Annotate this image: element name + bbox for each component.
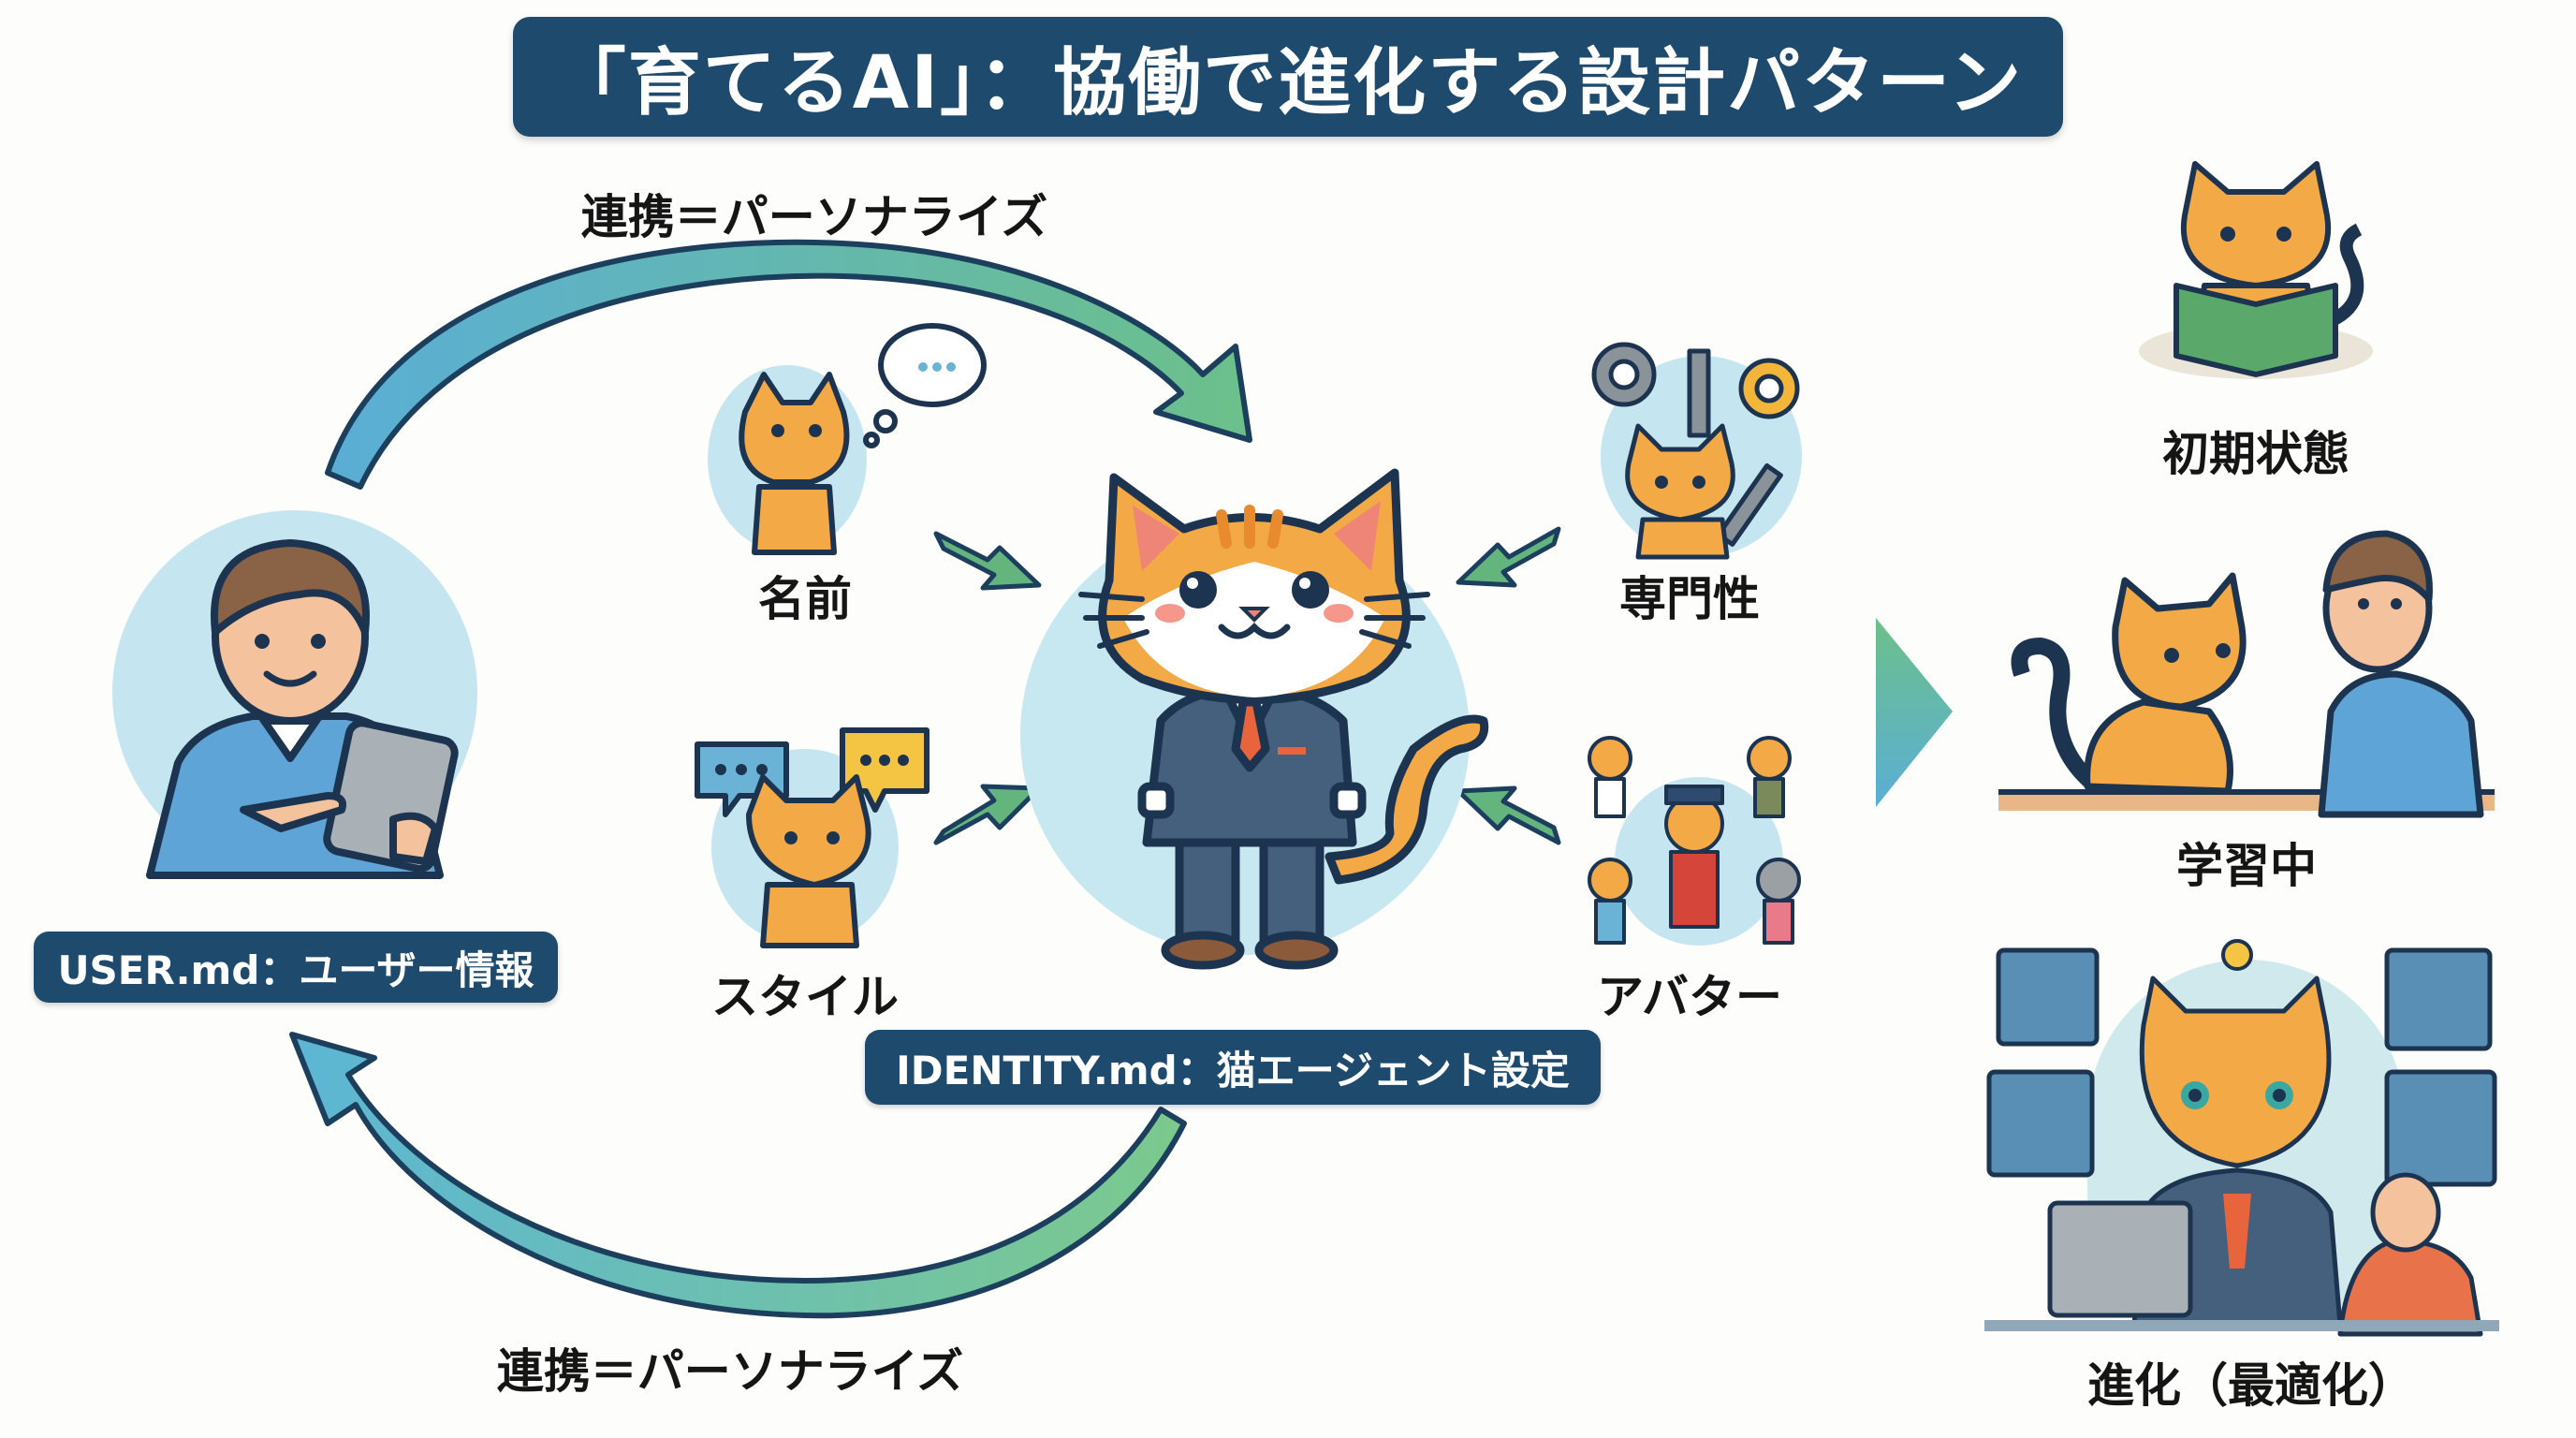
attribute-expertise-label: 専門性 (1619, 572, 1760, 626)
stage-learning-illustration (1994, 506, 2499, 818)
cat-with-tools-icon (1591, 342, 1800, 560)
stage-initial-illustration (2139, 154, 2373, 389)
user-illustration (112, 510, 477, 879)
title-banner: 「育てるAI」：協働で進化する設計パターン (513, 17, 2063, 137)
bottom-arrow-label: 連携＝パーソナライズ (496, 1344, 964, 1399)
stage-learning-label: 学習中 (2176, 839, 2317, 893)
cat-costumes-icon (1588, 736, 1801, 945)
user-md-badge: USER.md：ユーザー情報 (34, 932, 558, 1003)
agent-illustration (1020, 440, 1489, 983)
cat-reading-book-icon (2174, 161, 2364, 377)
attribute-avatar-illustration (1573, 721, 1816, 955)
identity-md-badge: IDENTITY.md：猫エージェント設定 (865, 1030, 1601, 1105)
attribute-style-label: スタイル (711, 970, 899, 1024)
cat-in-suit-icon (1078, 468, 1489, 970)
stage-evolved-illustration (1984, 932, 2499, 1337)
identity-md-label: IDENTITY.md：猫エージェント設定 (896, 1047, 1570, 1093)
cat-working-with-dashboards-icon (1984, 939, 2499, 1337)
attribute-expertise-illustration (1582, 332, 1807, 560)
attribute-name-illustration (708, 318, 987, 555)
top-arrow-label: 連携＝パーソナライズ (580, 190, 1048, 244)
stage-initial-label: 初期状態 (2162, 427, 2349, 481)
page-title: 「育てるAI」：協働で進化する設計パターン (552, 41, 2024, 125)
user-md-label: USER.md：ユーザー情報 (57, 946, 534, 993)
attribute-name-label: 名前 (758, 572, 852, 626)
chatting-cat-icon (695, 727, 929, 948)
attribute-style-illustration (693, 721, 929, 955)
cat-playing-with-person-icon (1998, 530, 2495, 818)
stage-evolved-label: 進化（最適化） (2087, 1358, 2415, 1413)
thinking-cat-icon (739, 323, 987, 555)
person-with-tablet-icon (146, 539, 459, 879)
attribute-avatar-label: アバター (1597, 970, 1782, 1024)
